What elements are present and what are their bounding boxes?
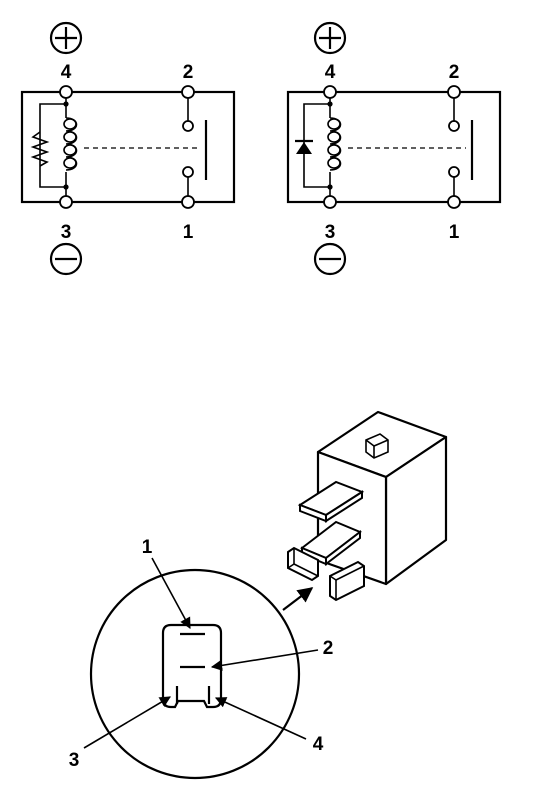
socket-detail: 1 2 3 4	[69, 537, 334, 780]
relay-a-terminal-1	[181, 195, 195, 209]
relay-b-terminal-4	[323, 85, 337, 99]
relay-a-terminal-3	[59, 195, 73, 209]
relay-a-positive-icon	[49, 21, 83, 55]
callout-2: 2	[323, 638, 334, 659]
relay-3d-icon	[287, 410, 448, 602]
relay-b-schematic: 4 2 3 1	[286, 21, 502, 276]
callout-3: 3	[69, 750, 80, 771]
relay-a-switch-icon	[182, 98, 208, 196]
relay-a-terminal-2	[181, 85, 195, 99]
relay-b-body	[286, 90, 502, 204]
relay-b-coil-icon	[327, 117, 342, 171]
relay-b-switch-icon	[448, 98, 474, 196]
relay-a-schematic: 4 2	[20, 21, 236, 276]
relay-b-negative-icon	[313, 242, 347, 276]
relay-b-pin-3-label: 3	[325, 222, 336, 243]
view-arrow	[282, 587, 314, 611]
callout-1: 1	[142, 537, 153, 558]
relay-a-pin-1-label: 1	[183, 222, 194, 243]
callout-4: 4	[313, 734, 324, 755]
relay-a-body	[20, 90, 236, 204]
relay-b-terminal-3	[323, 195, 337, 209]
relay-b-pin-1-label: 1	[449, 222, 460, 243]
relay-b-pin-4-label: 4	[325, 62, 336, 83]
relay-b-terminal-2	[447, 85, 461, 99]
relay-b-pin-2-label: 2	[449, 62, 460, 83]
relay-a-negative-icon	[49, 242, 83, 276]
relay-b-diode-icon	[295, 139, 313, 154]
relay-b-terminal-1	[447, 195, 461, 209]
relay-a-coil-icon	[63, 117, 78, 171]
relay-b-positive-icon	[313, 21, 347, 55]
detail-circle	[89, 568, 301, 780]
relay-a-pin-2-label: 2	[183, 62, 194, 83]
relay-a-pin-4-label: 4	[61, 62, 72, 83]
relay-a-pin-3-label: 3	[61, 222, 72, 243]
relay-a-resistor-icon	[30, 131, 50, 167]
relay-a-terminal-4	[59, 85, 73, 99]
